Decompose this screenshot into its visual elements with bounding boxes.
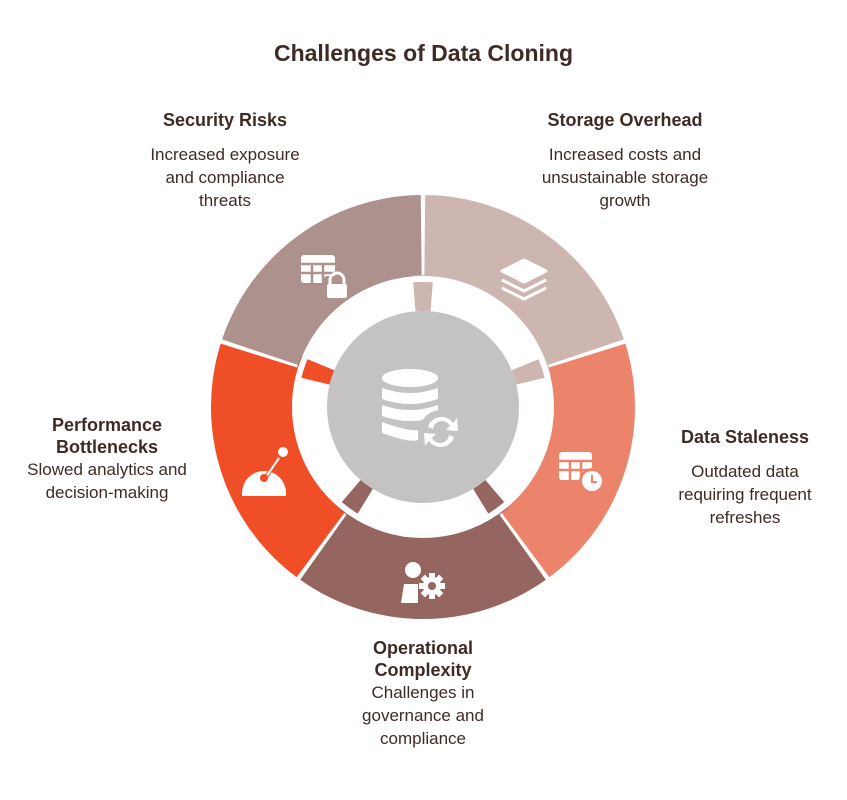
- performance-bottlenecks-heading: Performance Bottlenecks: [51, 415, 163, 457]
- inner-ring-edge: [292, 276, 554, 538]
- operational-complexity-description: Challenges in governance and compliance: [362, 683, 484, 748]
- security-risks-heading: Security Risks: [162, 110, 288, 130]
- connector-storage-overhead: [412, 275, 434, 312]
- label-storage-overhead: Storage Overhead Increased costs and uns…: [530, 109, 720, 212]
- segment-operational-complexity: [300, 512, 546, 619]
- data-staleness-description: Outdated data requiring frequent refresh…: [678, 462, 812, 527]
- table-lock-icon: [301, 255, 350, 300]
- label-performance-bottlenecks: Performance Bottlenecks Slowed analytics…: [22, 414, 192, 504]
- person-gear-icon: [401, 562, 445, 603]
- label-operational-complexity: Operational Complexity Challenges in gov…: [338, 637, 508, 750]
- calendar-clock-icon: [559, 452, 605, 494]
- storage-overhead-description: Increased costs and unsustainable storag…: [541, 145, 709, 210]
- performance-bottlenecks-description: Slowed analytics and decision-making: [27, 460, 187, 502]
- database-sync-icon: [382, 369, 463, 454]
- operational-complexity-heading: Operational Complexity: [372, 638, 474, 680]
- security-risks-description: Increased exposure and compliance threat…: [150, 145, 300, 210]
- data-staleness-heading: Data Staleness: [680, 427, 810, 447]
- label-security-risks: Security Risks Increased exposure and co…: [140, 109, 310, 212]
- gauge-icon: [242, 447, 288, 496]
- storage-overhead-heading: Storage Overhead: [547, 110, 703, 130]
- center-hub: [327, 311, 519, 503]
- diagram-title: Challenges of Data Cloning: [273, 40, 574, 66]
- label-data-staleness: Data Staleness Outdated data requiring f…: [660, 426, 830, 529]
- stack-layers-icon: [500, 258, 548, 301]
